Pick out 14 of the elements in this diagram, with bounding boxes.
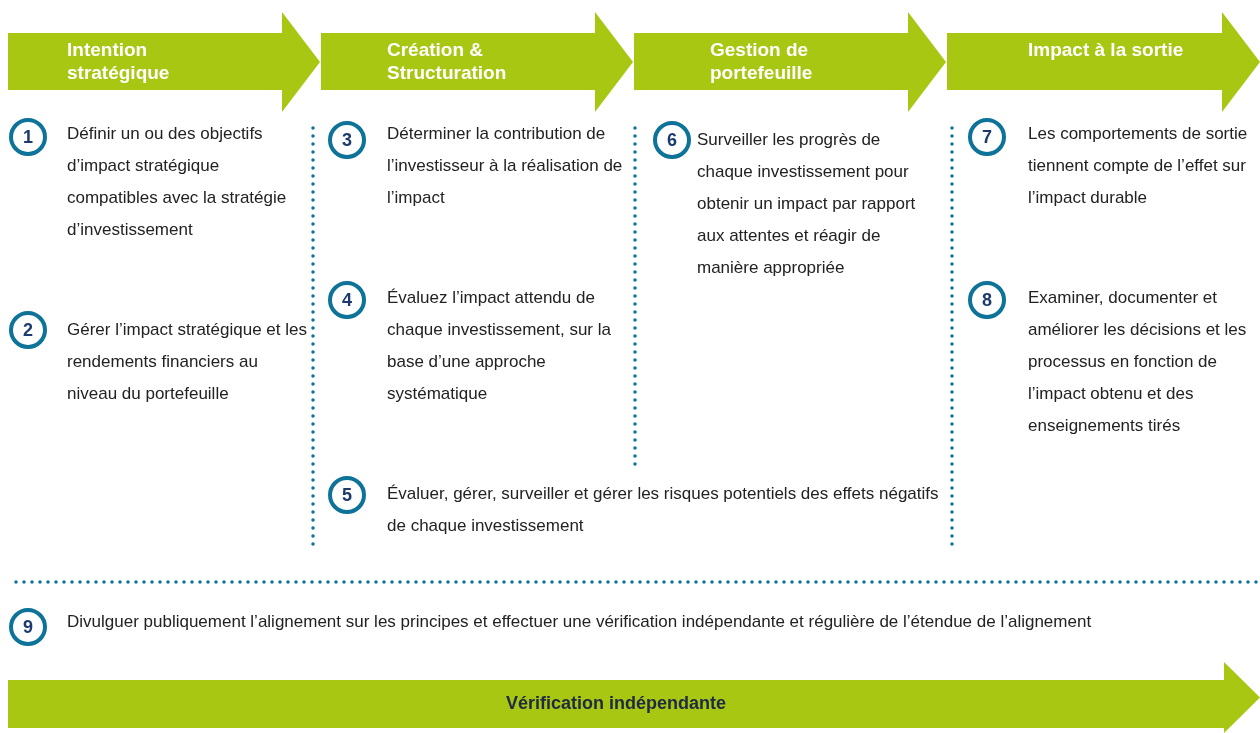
- stage-title: Vérification indépendante: [504, 692, 727, 715]
- step-description: Gérer l’impact stratégique et les rendements financiers au niveau du portefeuille: [67, 319, 307, 405]
- stage-title: Gestion de portefeuille: [710, 38, 814, 84]
- step-description: Évaluez l’impact attendu de chaque investissement, sur la base d’une approche systématique: [387, 287, 612, 405]
- step-description: Définir un ou des objectifs d’impact stratégique compatibles avec la stratégie d’investissement: [67, 123, 288, 241]
- step-description: Surveiller les progrès de chaque investissement pour obtenir un impact par rapport aux attentes et réagir de manière appropriée: [697, 129, 917, 279]
- stage-title: Impact à la sortie: [1028, 38, 1185, 61]
- step-description: Évaluer, gérer, surveiller et gérer les risques potentiels des effets négatifs de chaque investissement: [387, 483, 940, 537]
- step-description: Divulguer publiquement l’alignement sur les principes et effectuer une vérification indépendante et régulière de l’étendue de l’alignement: [67, 611, 1093, 633]
- step-description: Déterminer la contribution de l’investisseur à la réalisation de l’impact: [387, 123, 624, 209]
- step-description: Examiner, documenter et améliorer les décisions et les processus en fonction de l’impact obtenu et des enseignements tirés: [1028, 287, 1248, 437]
- step-description: Les comportements de sortie tiennent compte de l’effet sur l’impact durable: [1028, 123, 1249, 209]
- stage-title: Création & Structuration: [387, 38, 508, 84]
- stage-title: Intention stratégique: [67, 38, 171, 84]
